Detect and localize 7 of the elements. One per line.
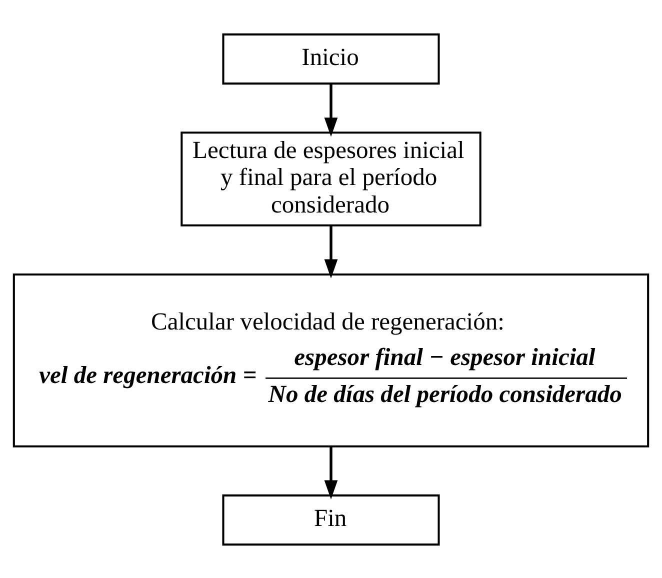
node-box: Calcular velocidad de regeneración: vel de regeneración = espesor final − espesor inicial No de días del período considerado (12, 272, 650, 447)
arrow (324, 84, 338, 136)
node-box: Inicio (222, 32, 440, 84)
node-box: Lectura de espesores inicial y final para el período considerado (180, 131, 482, 226)
arrow (324, 224, 338, 278)
node-box: Fin (222, 494, 440, 546)
arrow (324, 446, 338, 499)
